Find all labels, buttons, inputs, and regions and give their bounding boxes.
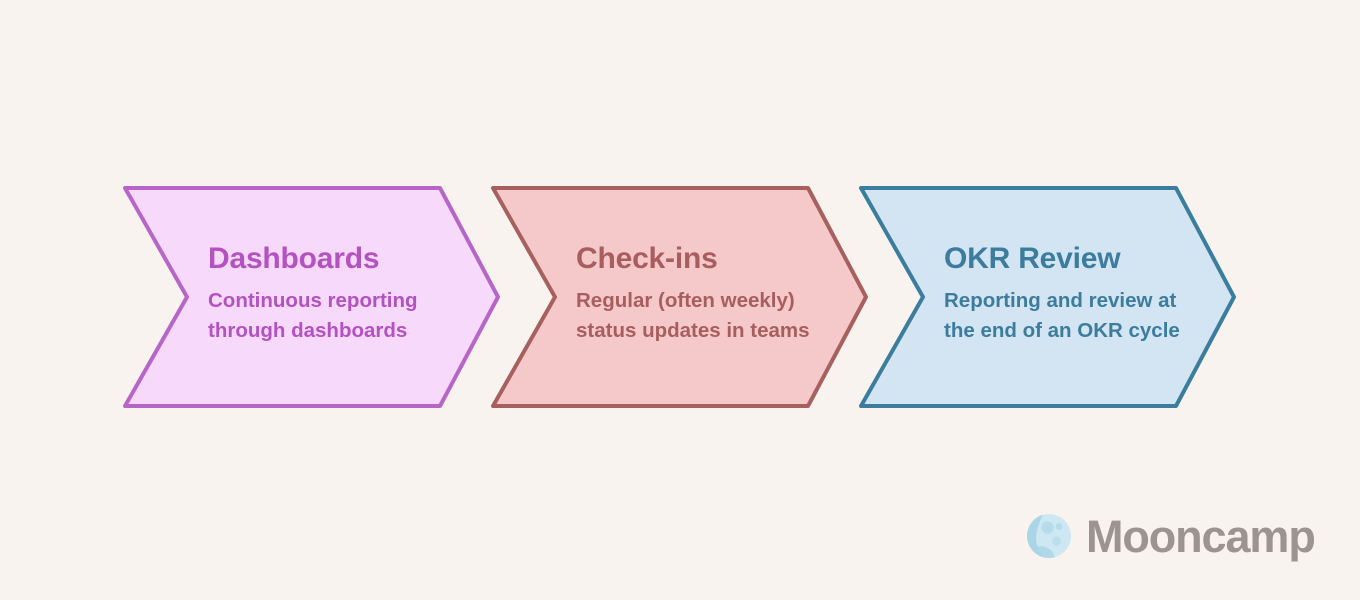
chevron-shape-step-2[interactable] [491,186,868,408]
chevron-shape-step-1[interactable] [123,186,500,408]
chevron-shape-step-3[interactable] [859,186,1236,408]
mooncamp-wordmark: Mooncamp [1086,510,1316,562]
mooncamp-logo[interactable]: Mooncamp [1026,508,1316,564]
moon-icon [1027,514,1071,558]
